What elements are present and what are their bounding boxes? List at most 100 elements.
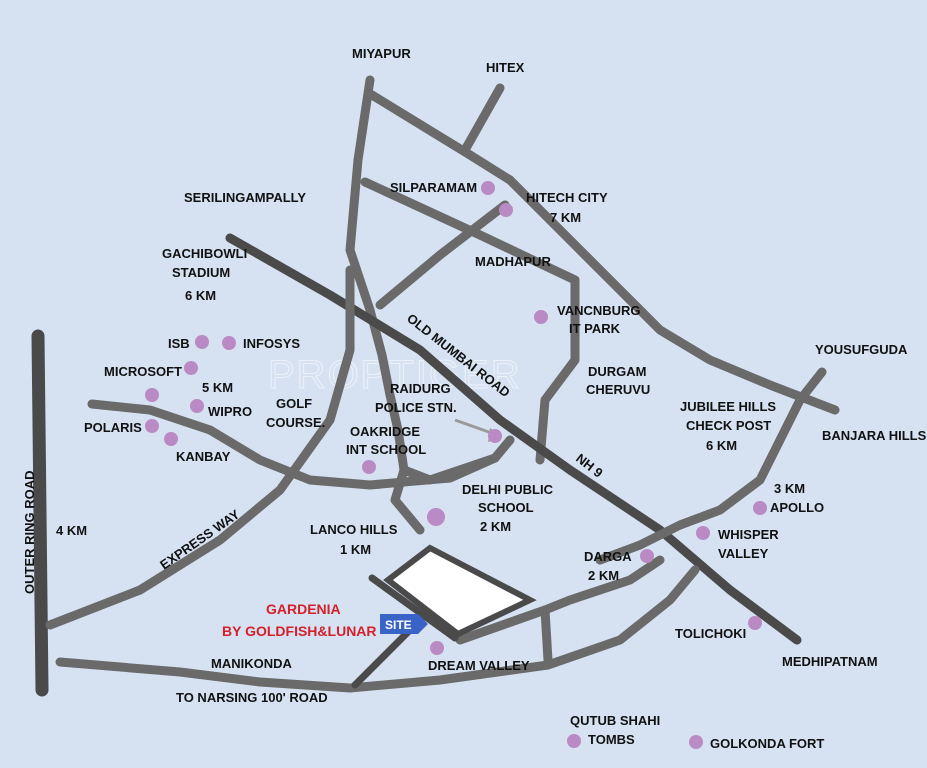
poi-dots bbox=[145, 181, 767, 749]
label-golkonda: GOLKONDA FORT bbox=[710, 736, 824, 751]
label-lanco-dist: 1 KM bbox=[340, 542, 371, 557]
poi-dot-dps bbox=[427, 508, 445, 526]
label-dream-valley: DREAM VALLEY bbox=[428, 658, 530, 673]
label-miyapur: MIYAPUR bbox=[352, 46, 411, 61]
label-dps-dist: 2 KM bbox=[480, 519, 511, 534]
road-silparamam bbox=[360, 177, 580, 465]
label-darga-dist: 2 KM bbox=[588, 568, 619, 583]
label-silparamam: SILPARAMAM bbox=[390, 180, 477, 195]
site-badge-pointer bbox=[418, 614, 428, 634]
poi-dot-hitech-city bbox=[499, 203, 513, 217]
road-hitech-banjara bbox=[367, 90, 840, 415]
poi-dot-apollo bbox=[753, 501, 767, 515]
label-golf-2: COURSE. bbox=[266, 415, 325, 430]
label-madhapur: MADHAPUR bbox=[475, 254, 551, 269]
label-dps-1: DELHI PUBLIC bbox=[462, 482, 554, 497]
label-hitex: HITEX bbox=[486, 60, 525, 75]
project-developer: BY GOLDFISH&LUNAR bbox=[222, 623, 377, 639]
label-hitech-city: HITECH CITY bbox=[526, 190, 608, 205]
road-hitex bbox=[460, 83, 505, 155]
poi-dot-isb bbox=[195, 335, 209, 349]
label-apollo-dist: 3 KM bbox=[774, 481, 805, 496]
label-whisper-1: WHISPER bbox=[718, 527, 779, 542]
road-miyapur-south bbox=[345, 75, 409, 475]
poi-dot-kanbay bbox=[164, 432, 178, 446]
label-gachibowli-2: STADIUM bbox=[172, 265, 230, 280]
road-nh9 bbox=[225, 233, 802, 645]
poi-dot-golkonda bbox=[689, 735, 703, 749]
roads bbox=[31, 75, 840, 697]
label-vancnburg-1: VANCNBURG bbox=[557, 303, 641, 318]
label-lanco-hills: LANCO HILLS bbox=[310, 522, 398, 537]
poi-dot-polaris bbox=[145, 419, 159, 433]
road-express-way bbox=[45, 265, 355, 630]
label-vancnburg-2: IT PARK bbox=[569, 321, 621, 336]
poi-dot-qutub-shahi bbox=[567, 734, 581, 748]
label-gachibowli-1: GACHIBOWLI bbox=[162, 246, 247, 261]
poi-dot-whisper-valley bbox=[696, 526, 710, 540]
label-microsoft: MICROSOFT bbox=[104, 364, 182, 379]
road-lanco-down bbox=[390, 465, 425, 535]
label-infosys: INFOSYS bbox=[243, 336, 300, 351]
label-serilingampally: SERILINGAMPALLY bbox=[184, 190, 306, 205]
label-qutub-2: TOMBS bbox=[588, 732, 635, 747]
label-yousufguda: YOUSUFGUDA bbox=[815, 342, 908, 357]
label-durgam-2: CHERUVU bbox=[586, 382, 650, 397]
label-dps-2: SCHOOL bbox=[478, 500, 534, 515]
label-raidurg-1: RAIDURG bbox=[390, 381, 451, 396]
label-jubilee-1: JUBILEE HILLS bbox=[680, 399, 776, 414]
label-durgam-1: DURGAM bbox=[588, 364, 647, 379]
road-lanco-loop bbox=[399, 453, 500, 485]
poi-dot-silparamam bbox=[481, 181, 495, 195]
site-badge-label: SITE bbox=[385, 618, 412, 632]
poi-dot-raidurg bbox=[488, 429, 502, 443]
label-narsing-road: TO NARSING 100' ROAD bbox=[176, 690, 328, 705]
site-plot bbox=[383, 544, 537, 638]
label-outer-ring-road: OUTER RING ROAD bbox=[22, 471, 37, 595]
label-gachibowli-dist: 6 KM bbox=[185, 288, 216, 303]
poi-dot-vancnburg bbox=[534, 310, 548, 324]
label-hitech-city-dist: 7 KM bbox=[550, 210, 581, 225]
label-wipro-dist: 5 KM bbox=[202, 380, 233, 395]
poi-dot-wipro bbox=[190, 399, 204, 413]
label-whisper-2: VALLEY bbox=[718, 546, 769, 561]
label-oakridge-2: INT SCHOOL bbox=[346, 442, 426, 457]
road-darga-site bbox=[455, 555, 665, 645]
watermark: PROPTIGER bbox=[268, 353, 522, 397]
label-qutub-1: QUTUB SHAHI bbox=[570, 713, 660, 728]
site-badge-box bbox=[380, 614, 418, 634]
label-raidurg-2: POLICE STN. bbox=[375, 400, 457, 415]
label-jubilee-dist: 6 KM bbox=[706, 438, 737, 453]
road-site-top bbox=[368, 574, 459, 642]
label-kanbay: KANBAY bbox=[176, 449, 231, 464]
place-labels: MIYAPUR HITEX SERILINGAMPALLY SILPARAMAM… bbox=[22, 46, 927, 751]
label-orr-dist: 4 KM bbox=[56, 523, 87, 538]
road-hitech-raidurg bbox=[375, 200, 510, 310]
label-banjara-hills: BANJARA HILLS bbox=[822, 428, 927, 443]
label-darga: DARGA bbox=[584, 549, 632, 564]
label-medhipatnam: MEDHIPATNAM bbox=[782, 654, 878, 669]
label-apollo: APOLLO bbox=[770, 500, 824, 515]
poi-dot-microsoft-2 bbox=[145, 388, 159, 402]
label-tolichoki: TOLICHOKI bbox=[675, 626, 746, 641]
label-isb: ISB bbox=[168, 336, 190, 351]
label-jubilee-2: CHECK POST bbox=[686, 418, 771, 433]
poi-dot-tolichoki bbox=[748, 616, 762, 630]
label-wipro: WIPRO bbox=[208, 404, 252, 419]
poi-dot-microsoft bbox=[184, 361, 198, 375]
poi-dot-infosys bbox=[222, 336, 236, 350]
label-golf-1: GOLF bbox=[276, 396, 312, 411]
label-polaris: POLARIS bbox=[84, 420, 142, 435]
poi-dot-dream-valley bbox=[430, 641, 444, 655]
label-manikonda: MANIKONDA bbox=[211, 656, 292, 671]
road-jubilee-darga bbox=[595, 367, 827, 565]
poi-dot-darga bbox=[640, 549, 654, 563]
poi-dot-oakridge bbox=[362, 460, 376, 474]
road-manikonda bbox=[55, 565, 700, 693]
outer-ring-road bbox=[31, 329, 49, 697]
site-badge: SITE bbox=[380, 614, 428, 634]
road-dream-valley bbox=[540, 605, 553, 665]
label-oakridge-1: OAKRIDGE bbox=[350, 424, 420, 439]
project-name: GARDENIA bbox=[266, 601, 341, 617]
